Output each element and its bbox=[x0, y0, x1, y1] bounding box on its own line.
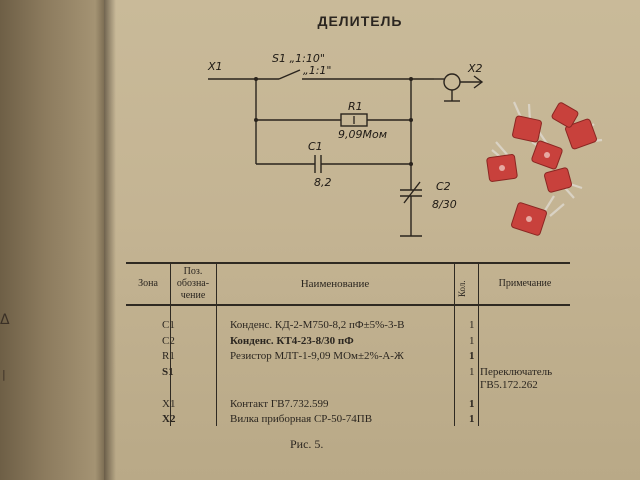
header-name: Наименование bbox=[300, 278, 370, 290]
row-r1-quantity: 1 bbox=[469, 350, 475, 362]
row-x1-name: Контакт ГВ7.732.599 bbox=[230, 398, 329, 410]
table-col-rule bbox=[478, 262, 479, 426]
table-col-rule bbox=[216, 262, 217, 426]
row-c1-name: Конденс. КД-2-М750-8,2 пФ±5%-3-В bbox=[230, 319, 405, 331]
row-r1-position: R1 bbox=[162, 350, 175, 362]
background-page-left: Δ | bbox=[0, 0, 112, 480]
header-position: Поз. обозна- чение bbox=[176, 266, 210, 301]
label-x1: X1 bbox=[208, 60, 223, 73]
row-s1-position: S1 bbox=[162, 366, 174, 378]
label-c2-value: 8/30 bbox=[432, 198, 457, 211]
switch-s1-blade bbox=[278, 69, 301, 80]
table-header-rule bbox=[126, 304, 570, 306]
row-x2-quantity: 1 bbox=[469, 413, 475, 425]
row-x2-name: Вилка приборная СР-50-74ПВ bbox=[230, 413, 373, 425]
junction-dot bbox=[409, 77, 413, 81]
capacitor-c2-trim-arrow bbox=[403, 181, 421, 204]
label-c1: C1 bbox=[308, 140, 323, 153]
row-c1-position: C1 bbox=[162, 319, 175, 331]
label-s1: S1 „1:10" bbox=[272, 52, 325, 65]
label-x2: X2 bbox=[468, 62, 483, 75]
header-zone: Зона bbox=[138, 278, 158, 289]
junction-dot bbox=[254, 77, 258, 81]
output-arrow bbox=[473, 75, 484, 89]
row-x1-position: X1 bbox=[162, 398, 176, 410]
coax-connector-x2 bbox=[443, 73, 461, 91]
row-s1-note: Переключатель ГВ5.172.262 bbox=[480, 366, 553, 391]
row-c2-name: Конденс. КТ4-23-8/30 пФ bbox=[230, 335, 354, 347]
row-x2-position: X2 bbox=[162, 413, 176, 425]
header-note: Примечание bbox=[498, 278, 552, 289]
trimmer-capacitors-photo bbox=[486, 101, 603, 236]
row-s1-quantity: 1 bbox=[469, 366, 475, 378]
row-r1-name: Резистор МЛТ-1-9,09 МОм±2%-А-Ж bbox=[230, 350, 404, 362]
table-col-rule bbox=[454, 262, 455, 426]
row-x1-quantity: 1 bbox=[469, 398, 475, 410]
page-title: ДЕЛИТЕЛЬ bbox=[317, 13, 403, 29]
table-top-rule bbox=[126, 262, 570, 264]
junction-dot bbox=[409, 162, 413, 166]
row-c1-quantity: 1 bbox=[469, 319, 475, 331]
header-quantity: Кол. bbox=[457, 280, 467, 298]
label-c2: C2 bbox=[436, 180, 451, 193]
label-r1: R1 bbox=[348, 100, 363, 113]
figure-caption: Рис. 5. bbox=[290, 437, 324, 451]
document-page: ДЕЛИТЕЛЬ bbox=[104, 0, 640, 480]
divider-schematic bbox=[208, 69, 484, 237]
left-page-mark: | bbox=[2, 368, 6, 381]
row-c2-quantity: 1 bbox=[469, 335, 475, 347]
label-c1-value: 8,2 bbox=[314, 176, 332, 189]
label-s1-pos2: „1:1" bbox=[303, 64, 332, 77]
label-r1-value: 9,09Mом bbox=[338, 128, 388, 141]
row-c2-position: C2 bbox=[162, 335, 175, 347]
left-page-glyph: Δ bbox=[0, 312, 10, 328]
junction-dot bbox=[409, 118, 413, 122]
junction-dot bbox=[254, 118, 258, 122]
table-col-rule bbox=[170, 262, 171, 426]
page-gutter-shadow bbox=[104, 0, 116, 480]
